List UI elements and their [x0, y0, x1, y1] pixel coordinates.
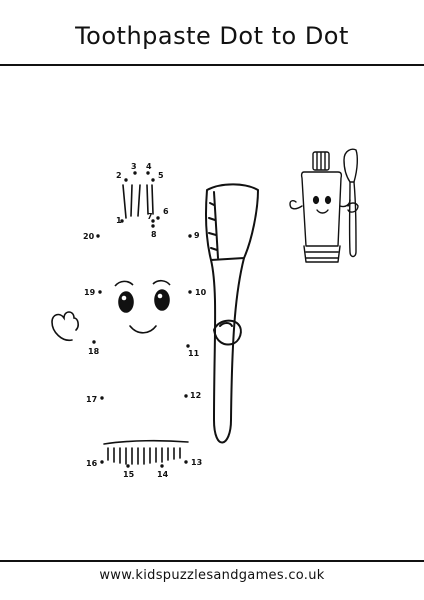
dot: 1 [116, 216, 124, 225]
dot-label: 14 [157, 470, 169, 479]
dot: 11 [186, 344, 200, 358]
top-divider [0, 64, 424, 66]
bottom-divider [0, 560, 424, 562]
dot: 16 [86, 459, 104, 468]
dot: 13 [184, 458, 202, 467]
dot-label: 1 [116, 216, 122, 225]
dot-label: 17 [86, 395, 97, 404]
dot: 7 [147, 212, 155, 223]
dot: 9 [188, 231, 200, 240]
reference-picture [289, 148, 359, 263]
dot-label: 13 [191, 458, 202, 467]
dot: 20 [83, 232, 100, 241]
toothpaste-face [114, 279, 171, 334]
dot-label: 6 [163, 207, 169, 216]
dot: 18 [88, 340, 100, 356]
dot-label: 12 [190, 391, 201, 400]
toothpaste-partial-drawing [51, 184, 189, 465]
dot-label: 15 [123, 470, 135, 479]
dot: 8 [151, 224, 157, 239]
dot-label: 2 [116, 171, 122, 180]
numbered-dots: 1 2 3 4 5 6 7 8 9 10 11 12 13 14 15 16 1… [83, 162, 207, 479]
dot: 17 [86, 395, 104, 404]
dot: 15 [123, 464, 135, 479]
dot: 4 [146, 162, 152, 175]
dot-label: 3 [131, 162, 137, 171]
dot: 5 [151, 171, 164, 182]
dot: 6 [156, 207, 169, 220]
dot-label: 19 [84, 288, 96, 297]
dot-label: 4 [146, 162, 152, 171]
dot: 14 [157, 464, 169, 479]
dot: 19 [84, 288, 102, 297]
toothbrush-drawing [205, 183, 259, 444]
website-footer: www.kidspuzzlesandgames.co.uk [99, 568, 325, 583]
dot-label: 11 [188, 349, 200, 358]
dot-label: 5 [158, 171, 164, 180]
dot-label: 9 [194, 231, 200, 240]
dot: 10 [188, 288, 207, 297]
dot-label: 8 [151, 230, 157, 239]
dot-label: 7 [147, 212, 153, 221]
dot-label: 18 [88, 347, 100, 356]
dot: 12 [184, 391, 201, 400]
dot-label: 16 [86, 459, 98, 468]
dot-label: 20 [83, 232, 95, 241]
dot: 3 [131, 162, 137, 175]
dot: 2 [116, 171, 128, 182]
page-title: Toothpaste Dot to Dot [75, 22, 349, 50]
dot-label: 10 [195, 288, 207, 297]
